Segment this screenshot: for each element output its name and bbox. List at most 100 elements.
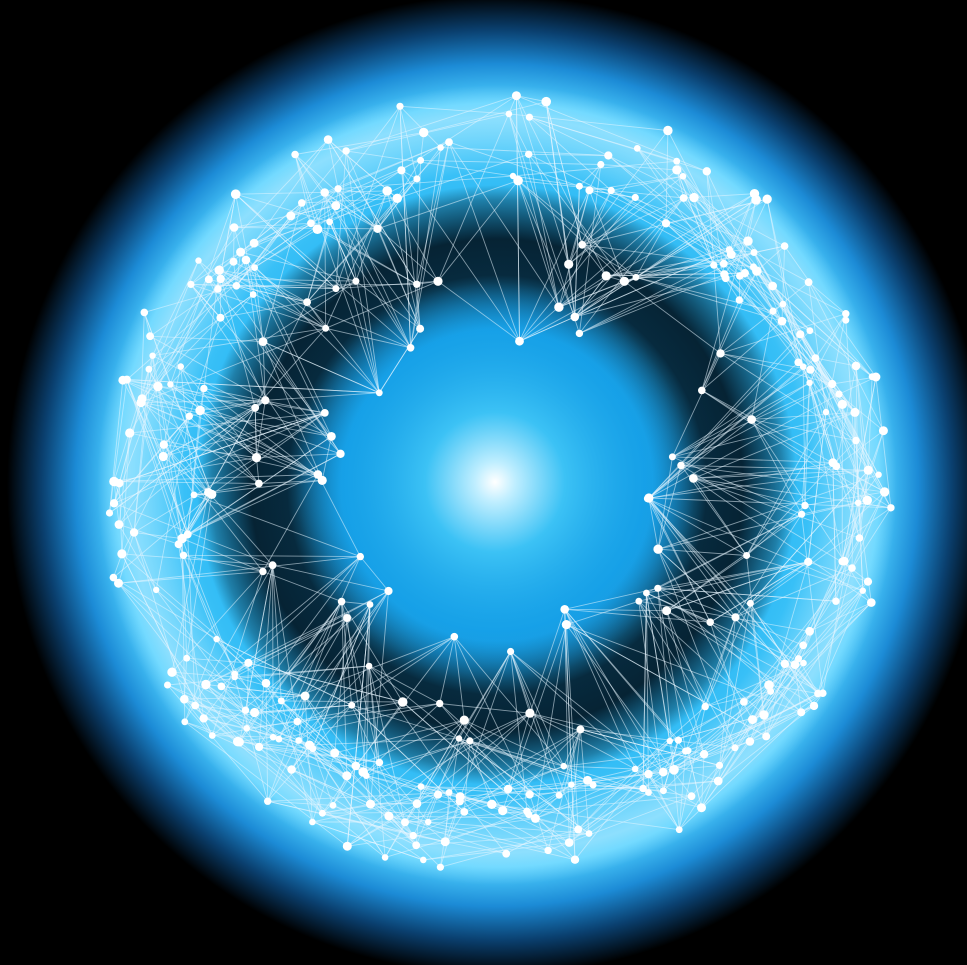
node-dot: [298, 199, 306, 207]
node-dot: [413, 799, 422, 808]
node-dot: [590, 782, 597, 789]
node-dot: [138, 394, 147, 403]
node-dot: [860, 588, 866, 594]
node-dot: [832, 598, 839, 605]
node-dot: [357, 553, 364, 560]
node-dot: [673, 158, 680, 165]
node-dot: [167, 668, 176, 677]
node-dot: [123, 376, 131, 384]
node-dot: [762, 732, 770, 740]
node-dot: [321, 409, 329, 417]
node-dot: [806, 380, 812, 386]
node-dot: [230, 223, 239, 232]
node-dot: [231, 189, 241, 199]
node-dot: [326, 219, 333, 226]
node-dot: [513, 176, 523, 186]
node-dot: [828, 380, 836, 388]
node-dot: [838, 558, 846, 566]
node-dot: [146, 366, 153, 373]
node-dot: [576, 183, 583, 190]
node-dot: [689, 474, 698, 483]
node-dot: [342, 771, 351, 780]
node-dot: [838, 400, 847, 409]
node-dot: [318, 476, 327, 485]
node-dot: [676, 826, 683, 833]
node-dot: [398, 697, 408, 707]
node-dot: [662, 219, 670, 227]
node-dot: [251, 264, 258, 271]
node-dot: [544, 847, 551, 854]
node-dot: [561, 763, 568, 770]
node-dot: [153, 382, 162, 391]
node-dot: [235, 738, 244, 747]
node-dot: [205, 275, 213, 283]
node-dot: [451, 633, 459, 641]
node-dot: [167, 381, 173, 387]
node-dot: [309, 745, 316, 752]
node-dot: [437, 864, 444, 871]
node-dot: [436, 700, 443, 707]
node-dot: [879, 426, 888, 435]
node-dot: [562, 620, 571, 629]
node-dot: [417, 157, 424, 164]
node-dot: [295, 737, 302, 744]
node-dot: [242, 707, 249, 714]
node-dot: [571, 856, 579, 864]
node-dot: [710, 262, 717, 269]
node-dot: [720, 270, 728, 278]
node-dot: [324, 135, 333, 144]
node-dot: [568, 782, 574, 788]
node-dot: [327, 432, 336, 441]
node-dot: [214, 285, 222, 293]
node-dot: [437, 144, 444, 151]
node-dot: [487, 800, 496, 809]
node-dot: [747, 415, 756, 424]
node-dot: [689, 193, 698, 202]
node-dot: [675, 737, 682, 744]
node-dot: [736, 296, 743, 303]
node-dot: [852, 362, 861, 371]
node-dot: [644, 495, 651, 502]
node-dot: [236, 248, 245, 257]
node-dot: [309, 819, 316, 826]
node-dot: [180, 695, 189, 704]
node-dot: [796, 330, 804, 338]
node-dot: [217, 275, 225, 283]
node-dot: [407, 344, 415, 352]
node-dot: [320, 188, 329, 197]
node-dot: [571, 313, 580, 322]
node-dot: [286, 211, 295, 220]
node-dot: [780, 301, 787, 308]
node-dot: [420, 857, 427, 864]
node-dot: [382, 854, 389, 861]
node-dot: [412, 841, 420, 849]
node-dot: [466, 737, 473, 744]
node-dot: [396, 103, 403, 110]
node-dot: [319, 810, 326, 817]
node-dot: [213, 636, 219, 642]
node-dot: [706, 618, 714, 626]
node-dot: [159, 452, 168, 461]
node-dot: [507, 648, 514, 655]
node-dot: [829, 458, 838, 467]
node-dot: [307, 219, 315, 227]
node-dot: [160, 441, 168, 449]
node-dot: [698, 387, 706, 395]
node-dot: [778, 317, 787, 326]
node-dot: [798, 511, 805, 518]
node-dot: [720, 260, 728, 268]
node-dot: [201, 680, 210, 689]
node-dot: [823, 409, 829, 415]
node-dot: [352, 762, 361, 771]
node-dot: [842, 310, 849, 317]
node-dot: [805, 278, 813, 286]
node-dot: [209, 732, 216, 739]
node-dot: [410, 832, 417, 839]
node-dot: [645, 789, 652, 796]
node-dot: [348, 702, 355, 709]
node-dot: [801, 502, 808, 509]
node-dot: [672, 165, 681, 174]
node-dot: [230, 258, 238, 266]
